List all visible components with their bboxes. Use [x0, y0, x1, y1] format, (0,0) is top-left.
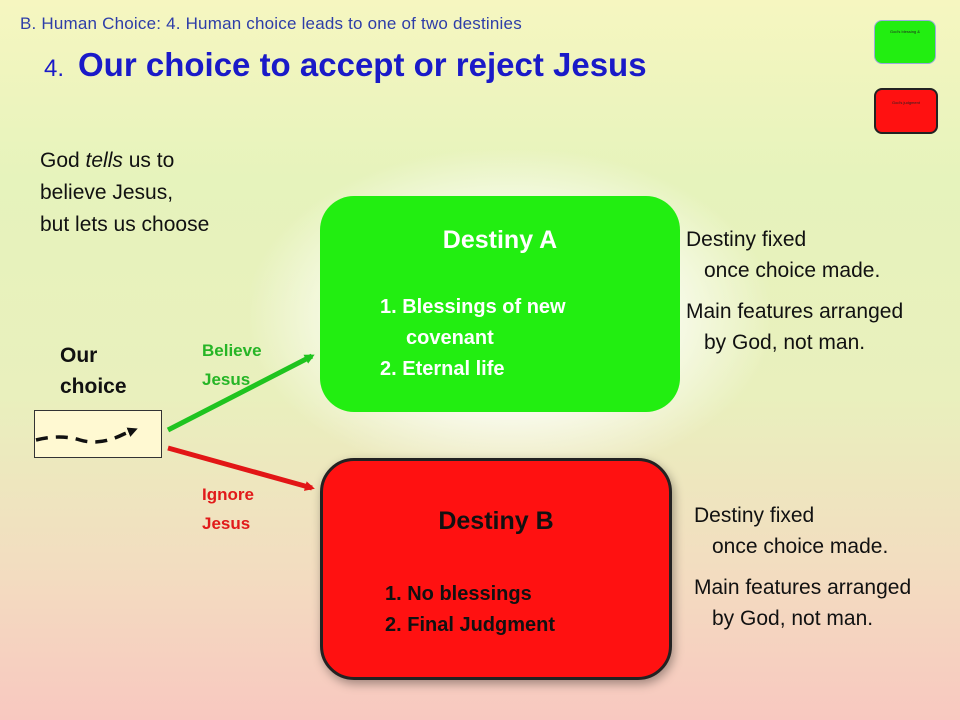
destiny-a-item-1: 1. Blessings of new [380, 296, 566, 318]
dashed-choice-arrow [35, 427, 138, 444]
ignore-jesus-label: Ignore Jesus [202, 480, 254, 538]
intro-emphasis: tells [85, 149, 123, 172]
destiny-a-list: 1. Blessings of new covenant 2. Eternal … [380, 292, 566, 385]
destiny-b-notes: Destiny fixed once choice made. Main fea… [694, 500, 911, 634]
title-text: Our choice to accept or reject Jesus [78, 46, 647, 83]
choice-box [34, 410, 162, 458]
ignore-line-1: Ignore [202, 485, 254, 504]
destiny-b-item-2: 2. Final Judgment [385, 614, 556, 636]
destiny-a-fixed-2: once choice made. [704, 259, 881, 282]
ignore-line-2: Jesus [202, 514, 251, 533]
destiny-a-box: Destiny A 1. Blessings of new covenant 2… [320, 196, 680, 412]
our-choice-label: Our choice [60, 340, 127, 402]
thumbnail-destiny-a: God's blessing & [874, 20, 936, 64]
intro-line-1-end: us to [122, 149, 175, 172]
destiny-b-list: 1. No blessings 2. Final Judgment [385, 579, 555, 641]
destiny-b-title: Destiny B [438, 507, 554, 535]
destiny-b-box: Destiny B 1. No blessings 2. Final Judgm… [320, 458, 672, 680]
page-title: 4. Our choice to accept or reject Jesus [44, 46, 647, 84]
believe-line-1: Believe [202, 341, 262, 360]
intro-line-2: believe Jesus, [40, 181, 174, 204]
destiny-a-item-1-cont: covenant [406, 327, 494, 349]
our-choice-line-2: choice [60, 375, 127, 398]
thumbnail-destiny-b: God's judgment [874, 88, 938, 134]
believe-line-2: Jesus [202, 370, 251, 389]
believe-jesus-label: Believe Jesus [202, 336, 262, 394]
our-choice-line-1: Our [60, 344, 98, 367]
destiny-a-features-2: by God, not man. [704, 331, 866, 354]
destiny-a-title: Destiny A [442, 226, 558, 254]
destiny-a-features-1: Main features arranged [686, 300, 904, 323]
intro-line-1: God tells us to [40, 145, 174, 177]
destiny-b-features-1: Main features arranged [694, 576, 912, 599]
breadcrumb: B. Human Choice: 4. Human choice leads t… [20, 14, 522, 33]
thumbnail-a-label: God's blessing & [890, 29, 920, 34]
believe-arrow [166, 353, 315, 433]
ignore-arrow [167, 445, 315, 491]
intro-line-3: but lets us choose [40, 213, 210, 236]
destiny-b-fixed-1: Destiny fixed [694, 504, 815, 527]
destiny-a-fixed-1: Destiny fixed [686, 228, 807, 251]
destiny-a-notes: Destiny fixed once choice made. Main fea… [686, 224, 903, 358]
destiny-b-features-2: by God, not man. [712, 607, 874, 630]
intro-line-1-start: God [40, 149, 86, 172]
thumbnail-b-label: God's judgment [892, 100, 920, 105]
destiny-b-fixed-2: once choice made. [712, 535, 889, 558]
destiny-a-item-2: 2. Eternal life [380, 358, 505, 380]
title-number: 4. [44, 55, 65, 82]
destiny-b-item-1: 1. No blessings [385, 583, 532, 605]
